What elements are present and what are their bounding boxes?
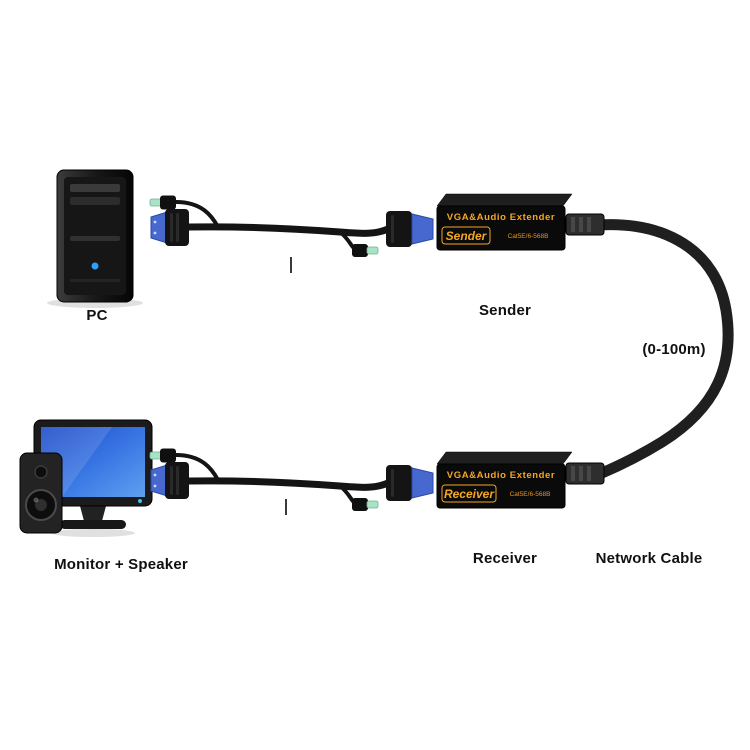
sender-box-spec: Cat5E/6-568B — [508, 233, 549, 240]
monitor-icon — [33, 419, 153, 537]
pc-label: PC — [86, 307, 108, 324]
audio-jack-icon — [149, 195, 176, 210]
sender-box: VGA&Audio Extender Sender Cat5E/6-568B — [436, 193, 573, 251]
network-plug-icon — [565, 462, 605, 485]
receiver-box-spec: Cat5E/6-568B — [510, 491, 551, 498]
receiver-box: VGA&Audio Extender Receiver Cat5E/6-568B — [436, 451, 573, 509]
monitor-speaker-label: Monitor + Speaker — [54, 556, 188, 573]
sender-box-name: Sender — [446, 229, 488, 243]
audio-jack-icon — [149, 448, 176, 463]
sender-box-title: VGA&Audio Extender — [447, 212, 555, 223]
pc-tower-icon — [47, 169, 143, 308]
sender-label: Sender — [478, 302, 532, 319]
receiver-box-title: VGA&Audio Extender — [447, 470, 555, 481]
vga-connector-icon — [386, 211, 434, 247]
vga-connector-icon — [150, 209, 189, 246]
audio-jack-icon — [352, 498, 379, 511]
vga-connector-icon — [386, 465, 434, 501]
speaker-icon — [19, 452, 63, 534]
distance-label: (0-100m) — [642, 341, 706, 358]
receiver-label: Receiver — [472, 550, 538, 567]
network-plug-icon — [565, 213, 605, 236]
network-cable-label: Network Cable — [595, 550, 703, 567]
network-cable — [565, 213, 734, 485]
sender-vga-audio-cable — [175, 200, 392, 252]
receiver-vga-audio-cable — [175, 453, 392, 506]
receiver-box-name: Receiver — [444, 487, 495, 501]
audio-jack-icon — [352, 244, 379, 257]
vga-connector-icon — [150, 462, 189, 499]
